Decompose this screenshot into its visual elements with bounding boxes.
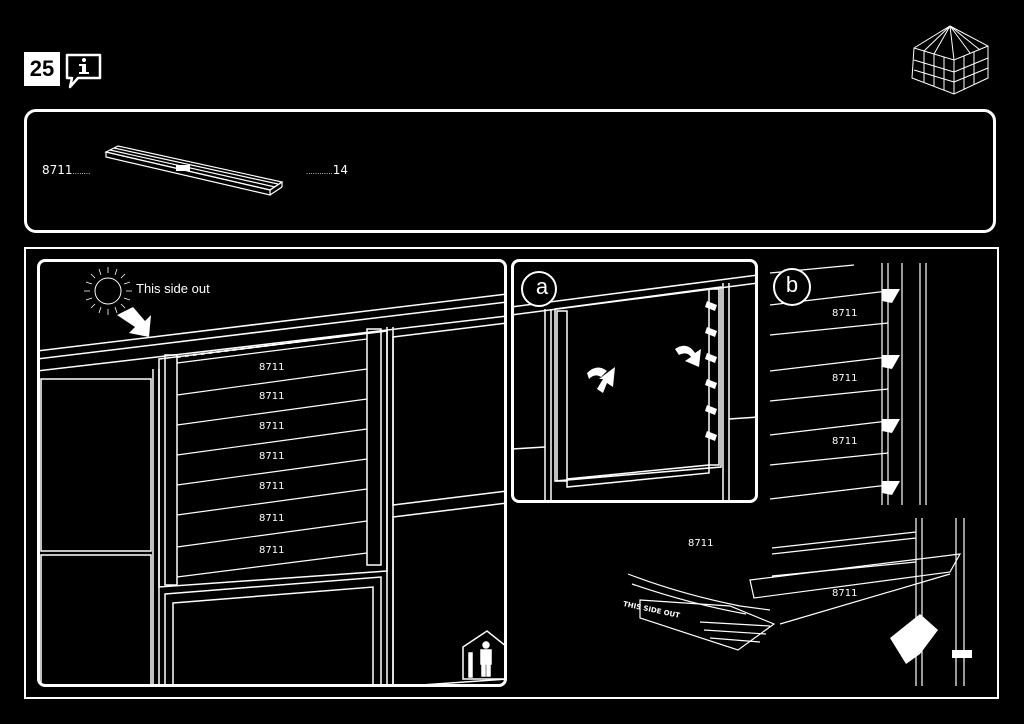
louver-part-drawing bbox=[104, 145, 284, 196]
louver-label: 8711 bbox=[259, 451, 285, 462]
instruction-frame bbox=[24, 247, 999, 699]
part-quantity: ............14 bbox=[306, 163, 348, 177]
louver-label: 8711 bbox=[688, 538, 714, 549]
detail-b-drawing bbox=[769, 263, 927, 505]
sun-icon bbox=[84, 267, 132, 315]
louver-label: 8711 bbox=[259, 545, 285, 556]
info-icon bbox=[65, 53, 102, 89]
rotate-arrow-icon bbox=[587, 345, 701, 393]
detail-b-label: b bbox=[785, 272, 799, 297]
arrow-icon bbox=[117, 307, 151, 337]
louver-label: 8711 bbox=[259, 481, 285, 492]
louver-label: 8711 bbox=[832, 373, 858, 384]
step-number: 25 bbox=[24, 52, 60, 86]
detail-a-label: a bbox=[535, 274, 549, 299]
main-view-panel: This side out 8711 8711 8711 8711 8711 8… bbox=[37, 259, 507, 687]
louver-label: 8711 bbox=[832, 308, 858, 319]
louver-label: 8711 bbox=[832, 588, 858, 599]
detail-c-drawing bbox=[627, 518, 972, 686]
louver-label: 8711 bbox=[832, 436, 858, 447]
louver-label: 8711 bbox=[259, 362, 285, 373]
orientation-label: This side out bbox=[136, 281, 210, 296]
part-number-label: 8711........ bbox=[42, 163, 91, 177]
detail-a-panel: a bbox=[511, 259, 758, 503]
person-icon bbox=[462, 630, 504, 680]
louver-label: 8711 bbox=[259, 421, 285, 432]
parts-panel bbox=[24, 109, 996, 233]
louver-label: 8711 bbox=[259, 391, 285, 402]
louver-label: 8711 bbox=[259, 513, 285, 524]
greenhouse-icon bbox=[911, 25, 989, 95]
